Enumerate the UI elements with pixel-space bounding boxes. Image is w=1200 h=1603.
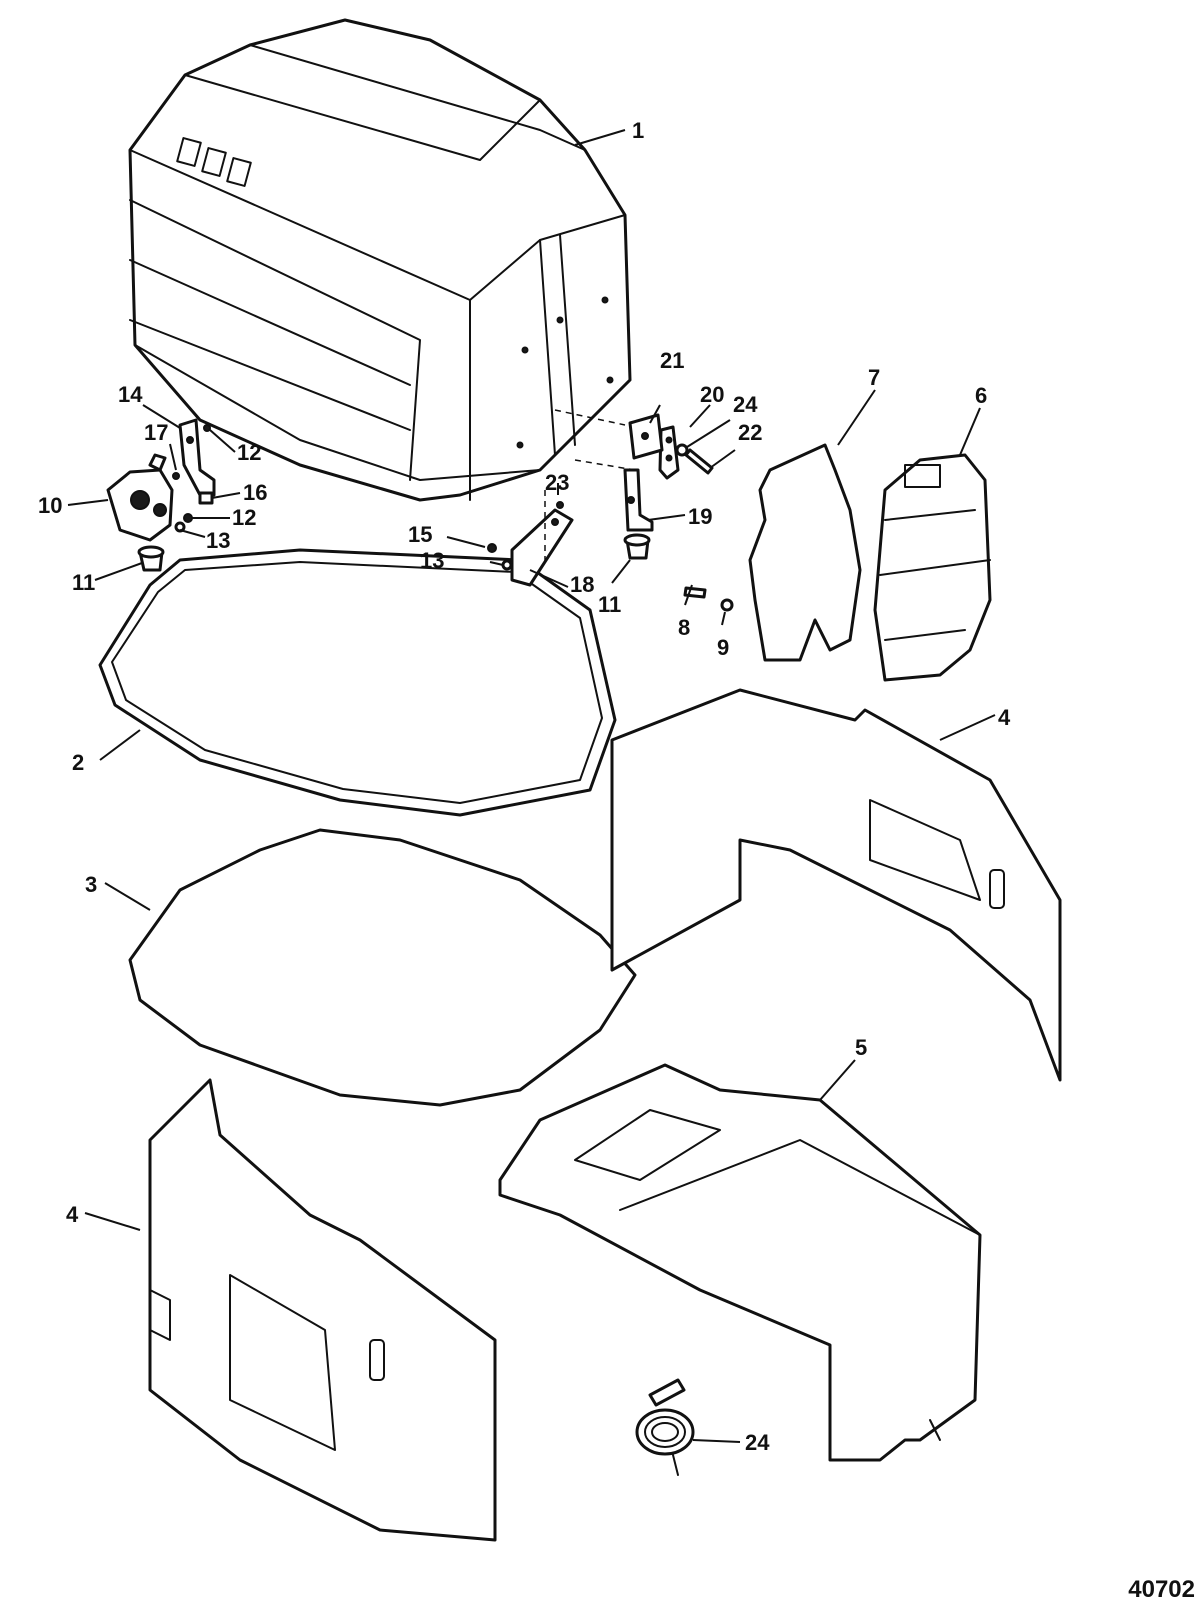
callout-19: 19 — [688, 504, 712, 529]
latch-block — [628, 413, 664, 460]
callout-14: 14 — [118, 382, 143, 407]
grommet-right — [623, 533, 651, 560]
cowl-seal — [98, 548, 617, 817]
callout-12a: 12 — [237, 440, 261, 465]
callout-18: 18 — [570, 572, 594, 597]
washer-24 — [675, 443, 689, 457]
callout-16: 16 — [243, 480, 267, 505]
lower-cover — [498, 1063, 982, 1462]
screw-15 — [487, 543, 497, 553]
callout-20: 20 — [700, 382, 724, 407]
screw-12a — [203, 424, 211, 432]
callout-labels: 1 2 3 4 4 5 6 7 8 9 10 11 11 12 12 13 13… — [38, 118, 1011, 1455]
washer-9 — [720, 598, 734, 612]
screw-22 — [684, 448, 714, 475]
leader-lines — [67, 129, 996, 1443]
callout-23: 23 — [545, 470, 569, 495]
latch-lever — [658, 425, 680, 480]
callout-17: 17 — [144, 420, 168, 445]
side-panel-right — [610, 688, 1062, 1082]
callout-13a: 13 — [206, 528, 230, 553]
mount-bracket — [873, 453, 992, 682]
callout-22: 22 — [738, 420, 762, 445]
callout-24b: 24 — [745, 1430, 770, 1455]
seal — [128, 828, 637, 1107]
side-panel-left — [148, 1078, 497, 1542]
callout-15: 15 — [408, 522, 432, 547]
callout-9: 9 — [717, 635, 729, 660]
callout-13b: 13 — [420, 548, 444, 573]
callout-2: 2 — [72, 750, 84, 775]
hinge-bracket — [178, 418, 216, 497]
latch-catch — [623, 468, 654, 532]
latch-assembly — [106, 453, 174, 542]
callout-21: 21 — [660, 348, 684, 373]
baffle-plate — [748, 443, 862, 662]
callout-4b: 4 — [66, 1202, 79, 1227]
screw-12b — [183, 513, 193, 523]
callout-5: 5 — [855, 1035, 867, 1060]
lanyard-coil — [635, 1378, 695, 1476]
callout-3: 3 — [85, 872, 97, 897]
pin-17 — [172, 472, 180, 480]
callout-12b: 12 — [232, 505, 256, 530]
top-cowl — [128, 18, 632, 502]
callout-11b: 11 — [598, 592, 621, 617]
callout-1: 1 — [632, 118, 644, 143]
callout-4a: 4 — [998, 705, 1011, 730]
callout-10: 10 — [38, 493, 62, 518]
reference-number: 40702 — [1128, 1576, 1195, 1603]
callout-6: 6 — [975, 383, 987, 408]
latch-plate — [510, 508, 574, 587]
callout-24a: 24 — [733, 392, 758, 417]
screw-23 — [556, 501, 564, 509]
washer-13b — [501, 559, 513, 571]
screw-16 — [198, 491, 214, 505]
callout-7: 7 — [868, 365, 880, 390]
callout-8: 8 — [678, 615, 690, 640]
grommet-left — [137, 545, 165, 572]
callout-11a: 11 — [72, 570, 95, 595]
